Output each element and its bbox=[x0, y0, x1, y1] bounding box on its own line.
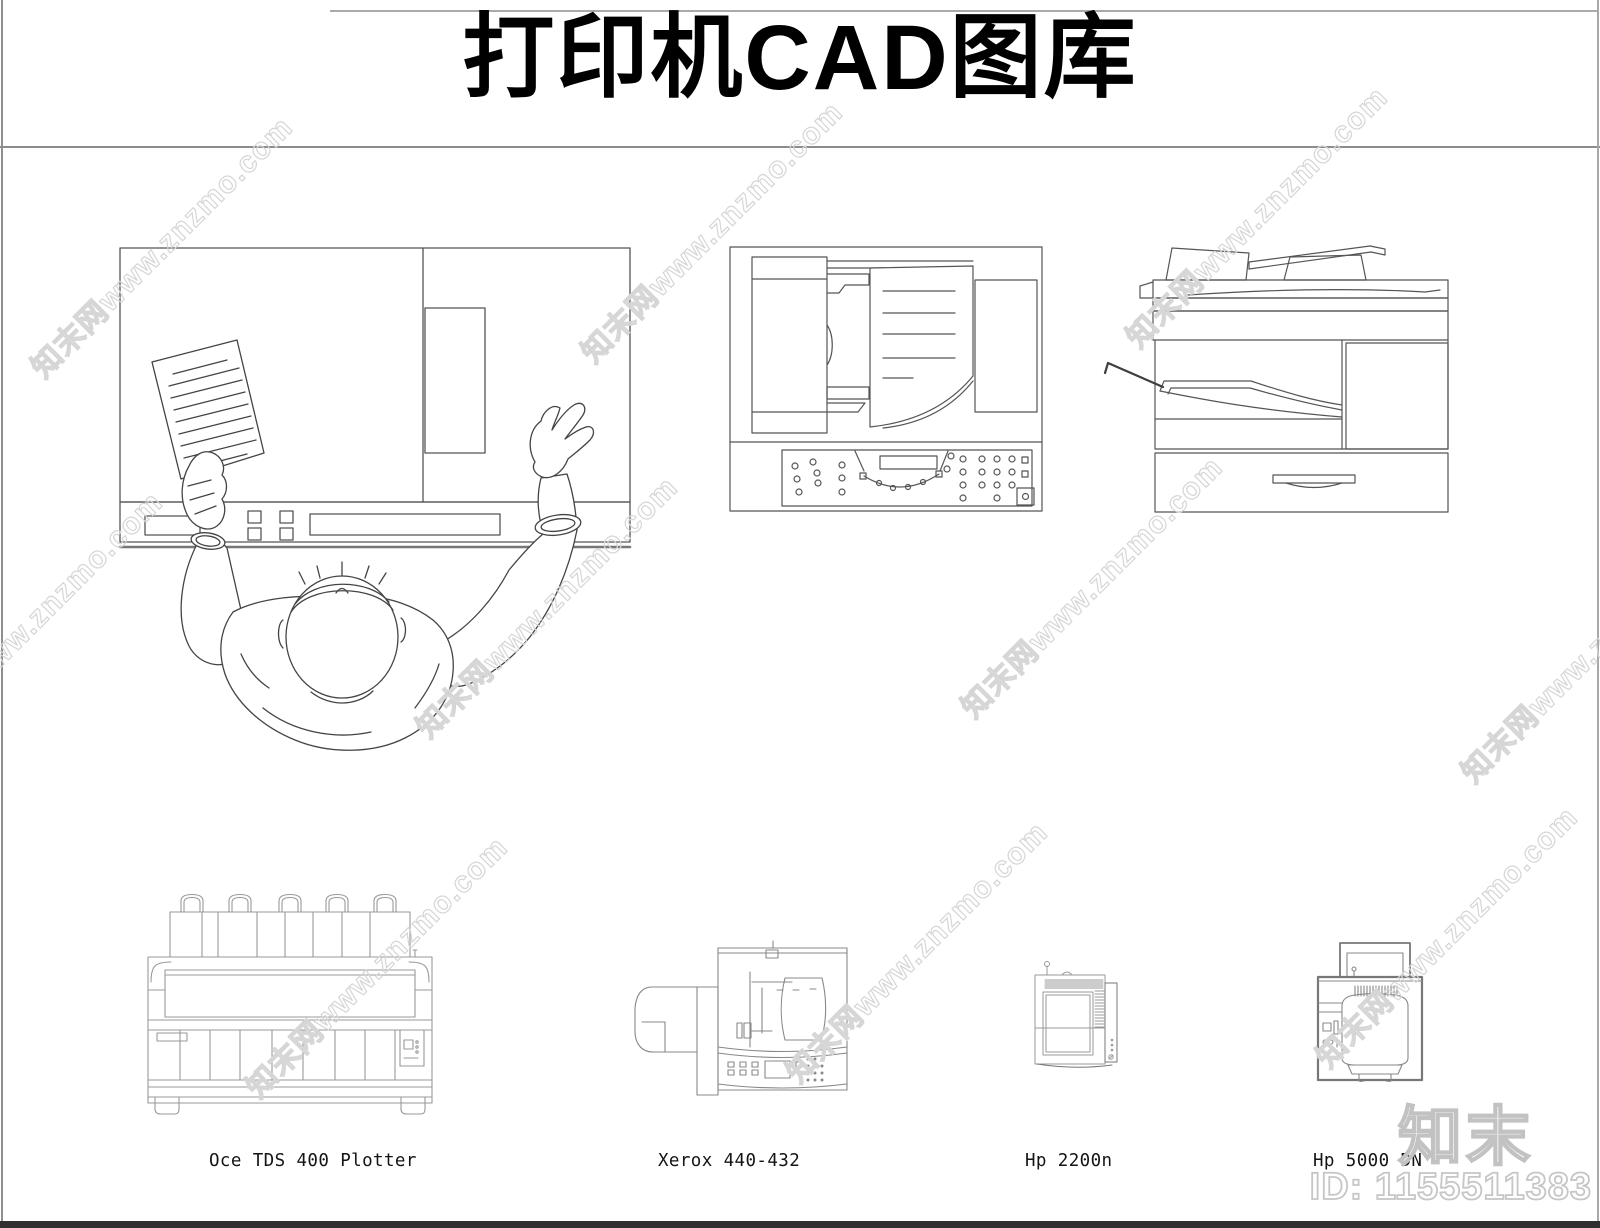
page-bottom-border bbox=[0, 1221, 1600, 1228]
page-title: 打印机CAD图库 bbox=[462, 7, 1138, 109]
hp-2200n-drawing bbox=[1015, 958, 1120, 1070]
watermark-text: 知末网www.znzmo.com bbox=[1455, 515, 1600, 790]
page-left-border bbox=[1, 0, 3, 1228]
label-xerox-440-432: Xerox 440-432 bbox=[658, 1151, 801, 1171]
page-top-border bbox=[330, 10, 1598, 12]
znzmo-logo: 知末 bbox=[1397, 1100, 1534, 1174]
fax-copier-top-view-drawing bbox=[727, 245, 1045, 513]
page-right-border bbox=[1597, 0, 1599, 1228]
title-divider-line bbox=[0, 146, 1600, 148]
label-oce-tds-400-plotter: Oce TDS 400 Plotter bbox=[209, 1151, 417, 1171]
oce-tds-400-plotter-drawing bbox=[145, 878, 445, 1118]
copier-side-view-drawing bbox=[1093, 242, 1455, 518]
hp-5000-dn-drawing bbox=[1315, 940, 1425, 1082]
label-hp-5000-dn: Hp 5000 DN bbox=[1313, 1151, 1423, 1171]
xerox-440-432-drawing bbox=[630, 938, 855, 1103]
label-hp-2200n: Hp 2200n bbox=[1025, 1151, 1113, 1171]
znzmo-id-badge: ID: 1155511383 bbox=[1309, 1165, 1592, 1209]
plotter-with-person-drawing bbox=[115, 240, 635, 785]
